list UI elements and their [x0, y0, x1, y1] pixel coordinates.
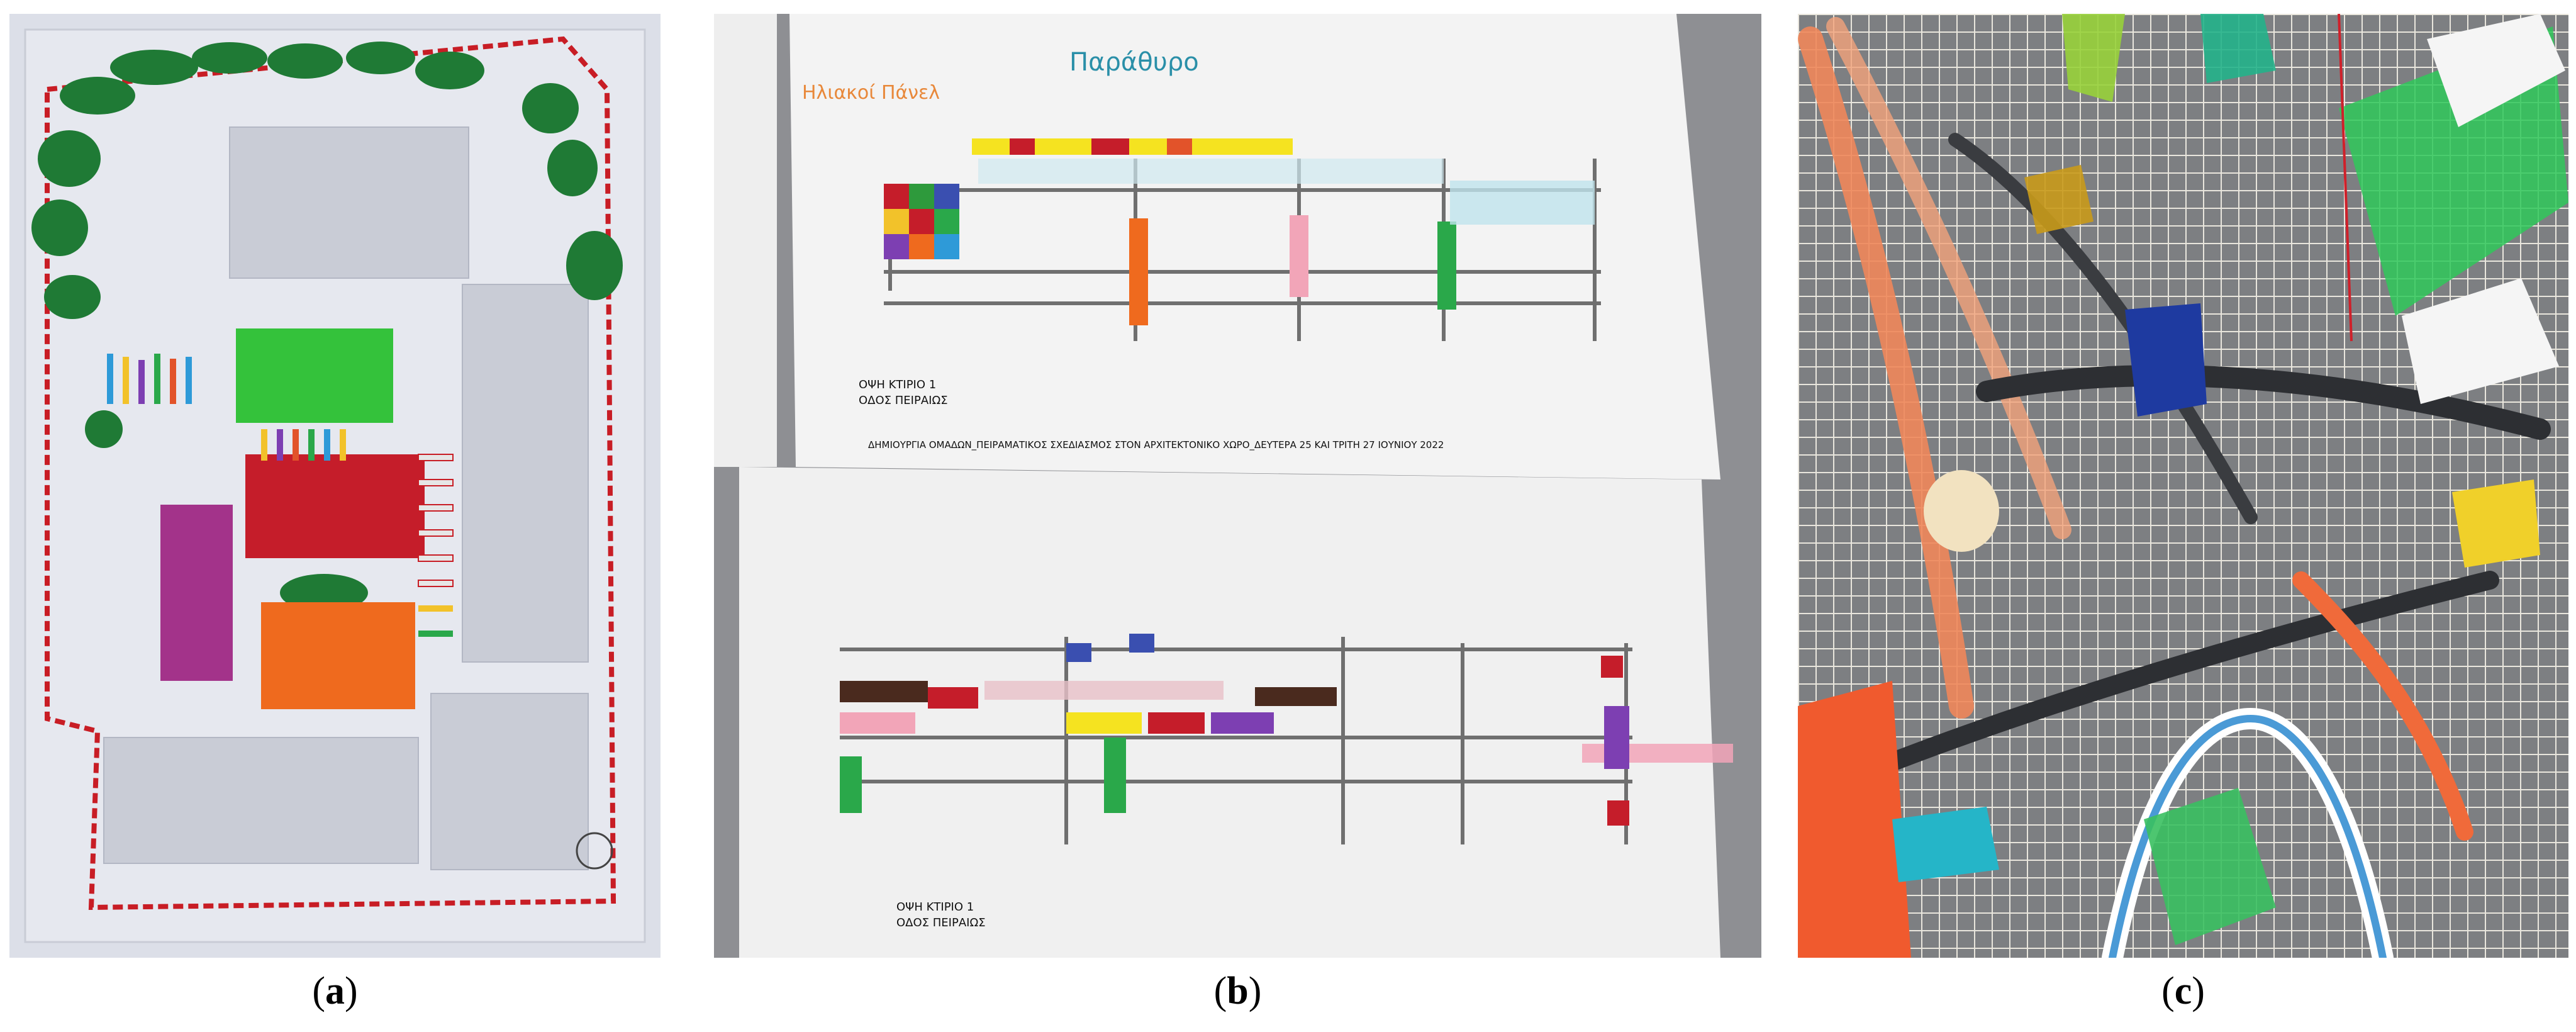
- caption-c-letter: c: [2174, 970, 2192, 1012]
- bottom-sheet-title-1: ΟΨΗ ΚΤΙΡΙΟ 1: [896, 900, 974, 914]
- top-sheet-footer: ΔΗΜΙΟΥΡΓΙΑ ΟΜΑΔΩΝ_ΠΕΙΡΑΜΑΤΙΚΟΣ ΣΧΕΔΙΑΣΜΟ…: [868, 439, 1444, 451]
- annotation-window: Παράθυρο: [1069, 48, 1199, 77]
- caption-c: (c): [2161, 970, 2205, 1012]
- annotation-solar-panels: Ηλιακοί Πάνελ: [802, 82, 940, 104]
- caption-a: (a): [312, 970, 358, 1012]
- photo-a-site-plan-collage: [9, 14, 661, 958]
- photo-c-plastic-mesh-installation: [1798, 14, 2568, 958]
- bottom-sheet-title-2: ΟΔΟΣ ΠΕΙΡΑΙΩΣ: [896, 916, 986, 929]
- top-sheet-title-2: ΟΔΟΣ ΠΕΙΡΑΙΩΣ: [859, 394, 948, 407]
- top-sheet-title-1: ΟΨΗ ΚΤΙΡΙΟ 1: [859, 378, 936, 391]
- photo-b-facade-drawings: Παράθυρο Ηλιακοί Πάνελ ΟΨΗ ΚΤΙΡΙΟ 1 ΟΔΟΣ…: [714, 14, 1761, 958]
- caption-a-letter: a: [325, 970, 345, 1012]
- caption-b-letter: b: [1227, 970, 1249, 1012]
- caption-b: (b): [1213, 970, 1262, 1012]
